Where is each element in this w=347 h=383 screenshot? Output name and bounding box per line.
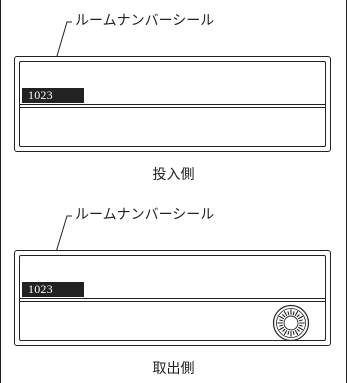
dial-tick [283,311,288,316]
bottom-panel-inner: 1023 [19,255,326,341]
dial-tick [279,324,284,327]
dial-tick [279,326,284,331]
dial-tick [282,328,286,332]
dial-tick [298,326,303,331]
top-room-number-seal: 1023 [22,88,84,103]
dial-tick [298,324,303,327]
dial-tick [292,330,295,335]
dial-tick [294,311,299,316]
dial-tick [282,314,286,318]
dial-tick [283,330,288,335]
dial-tick [279,315,284,320]
dial-tick [292,311,295,316]
dial-tick [279,319,284,322]
dial-tick [298,319,303,322]
top-panel: 1023 [14,56,331,152]
dial-tick [294,330,299,335]
dial-tick [298,315,303,320]
dial-lock-icon [272,304,310,342]
dial-tick [296,328,300,332]
dial-tick [287,330,290,335]
dial-tick [296,314,300,318]
bottom-panel-divider [20,298,325,302]
bottom-callout-label: ルームナンバーシール [75,207,215,223]
dial-tick [287,311,290,316]
top-panel-inner: 1023 [19,61,326,147]
bottom-caption: 取出側 [152,361,195,377]
bottom-room-number-seal: 1023 [22,282,84,297]
top-panel-divider [20,104,325,108]
top-caption: 投入側 [152,167,195,183]
top-callout-label: ルームナンバーシール [75,13,215,29]
